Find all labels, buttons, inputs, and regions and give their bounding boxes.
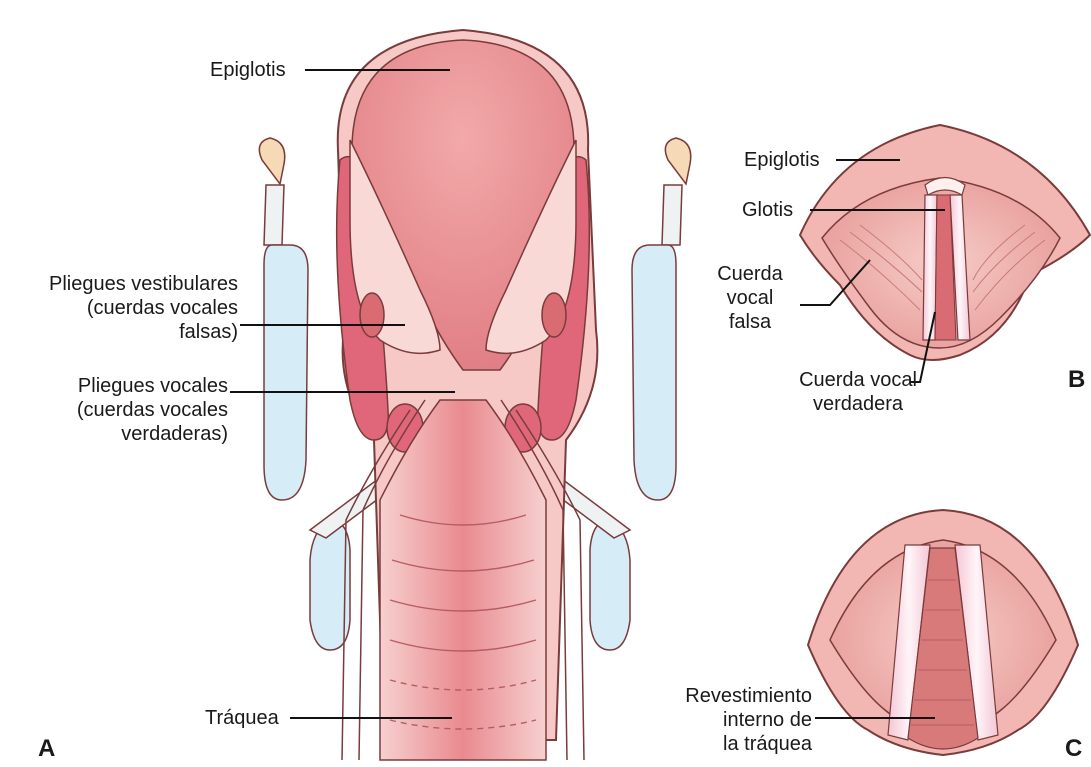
- label-epiglotis: Epiglotis: [210, 58, 286, 82]
- label-b-verdadera-line2: verdadera: [783, 392, 933, 416]
- label-vestibulares-line1: Pliegues vestibulares: [8, 272, 238, 296]
- label-b-falsa-line1: Cuerda: [700, 262, 800, 286]
- label-b-falsa-line3: falsa: [700, 310, 800, 334]
- label-b-cuerda-verdadera: Cuerda vocal verdadera: [783, 368, 933, 416]
- label-vestibulares-line3: falsas): [8, 320, 238, 344]
- label-b-epiglotis: Epiglotis: [744, 148, 820, 172]
- label-c-line3: la tráquea: [640, 732, 812, 756]
- label-traquea: Tráquea: [205, 706, 279, 730]
- label-b-glotis: Glotis: [742, 198, 793, 222]
- label-vocales-line1: Pliegues vocales: [8, 374, 228, 398]
- label-vocales-line2: (cuerdas vocales: [8, 398, 228, 422]
- label-b-cuerda-falsa: Cuerda vocal falsa: [700, 262, 800, 334]
- panel-label-c: C: [1065, 735, 1082, 763]
- label-b-verdadera-line1: Cuerda vocal: [783, 368, 933, 392]
- label-vestibulares-line2: (cuerdas vocales: [8, 296, 238, 320]
- label-b-falsa-line2: vocal: [700, 286, 800, 310]
- label-pliegues-vocales: Pliegues vocales (cuerdas vocales verdad…: [8, 374, 228, 446]
- trachea-lumen: [380, 400, 546, 760]
- label-c-revestimiento: Revestimiento interno de la tráquea: [640, 684, 812, 756]
- ventricle-right: [542, 293, 566, 337]
- label-c-line1: Revestimiento: [640, 684, 812, 708]
- label-c-line2: interno de: [640, 708, 812, 732]
- ventricle-left: [360, 293, 384, 337]
- panel-a-drawing: [259, 30, 690, 760]
- panel-label-a: A: [38, 735, 55, 763]
- label-pliegues-vestibulares: Pliegues vestibulares (cuerdas vocales f…: [8, 272, 238, 344]
- label-vocales-line3: verdaderas): [8, 422, 228, 446]
- panel-label-b: B: [1068, 366, 1085, 394]
